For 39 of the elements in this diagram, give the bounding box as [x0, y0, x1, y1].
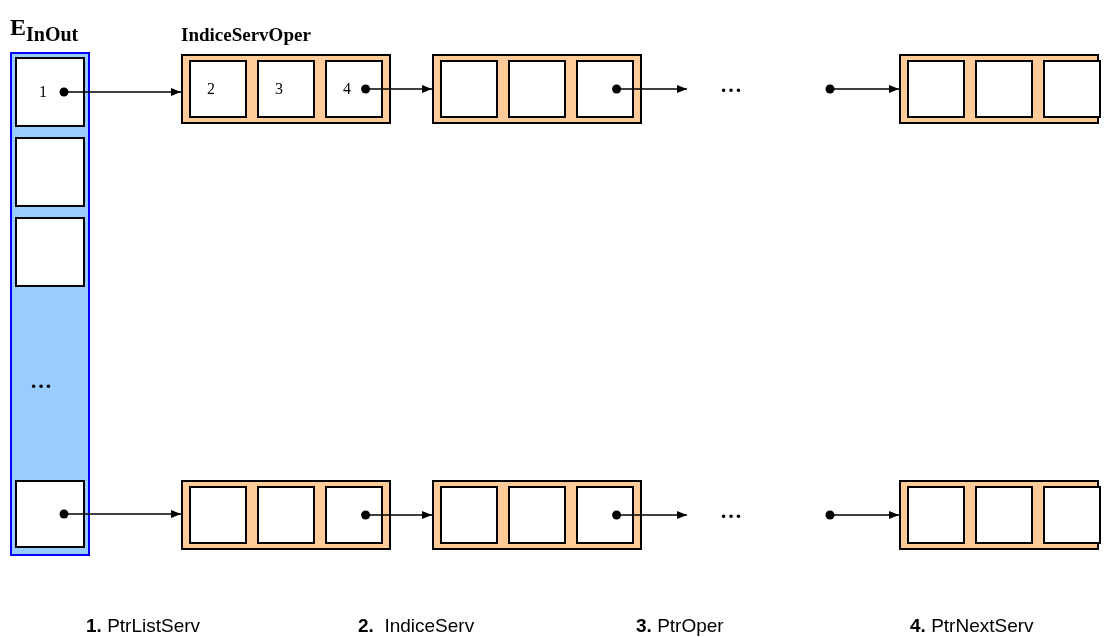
list-cell: [1043, 60, 1101, 118]
list-cell: 2: [189, 60, 247, 118]
list-cell: [907, 60, 965, 118]
pointer-arrow: [612, 510, 688, 520]
legend-item: 4. PtrNextServ: [910, 615, 1034, 637]
legend-item: 2. IndiceServ: [358, 615, 475, 637]
list-cell: [15, 137, 85, 207]
list-cell: [975, 486, 1033, 544]
list-cell: [15, 480, 85, 548]
list-cell: 4: [325, 60, 383, 118]
heading: E$_{InOut}$: [10, 14, 79, 46]
ellipsis: …: [30, 368, 52, 394]
list-cell: [576, 60, 634, 118]
list-cell: [15, 217, 85, 287]
pointer-arrow: [612, 84, 688, 94]
pointer-arrow: [361, 510, 433, 520]
list-cell: [907, 486, 965, 544]
list-cell: [508, 486, 566, 544]
list-cell: [325, 486, 383, 544]
pointer-arrow: [361, 84, 433, 94]
pointer-arrow: [825, 84, 900, 94]
list-cell: [257, 486, 315, 544]
list-cell: [440, 486, 498, 544]
list-cell: [440, 60, 498, 118]
ellipsis: …: [720, 72, 742, 98]
legend-item: 1. PtrListServ: [86, 615, 201, 637]
heading: IndiceServOper: [181, 24, 311, 46]
list-cell: [1043, 486, 1101, 544]
list-cell: 3: [257, 60, 315, 118]
list-cell: [975, 60, 1033, 118]
list-cell: [189, 486, 247, 544]
ellipsis: …: [720, 498, 742, 524]
list-cell: [576, 486, 634, 544]
pointer-arrow: [59, 87, 182, 97]
pointer-arrow: [59, 509, 182, 519]
legend-item: 3. PtrOper: [636, 615, 724, 637]
pointer-arrow: [825, 510, 900, 520]
list-cell: [508, 60, 566, 118]
list-cell: 1: [15, 57, 85, 127]
